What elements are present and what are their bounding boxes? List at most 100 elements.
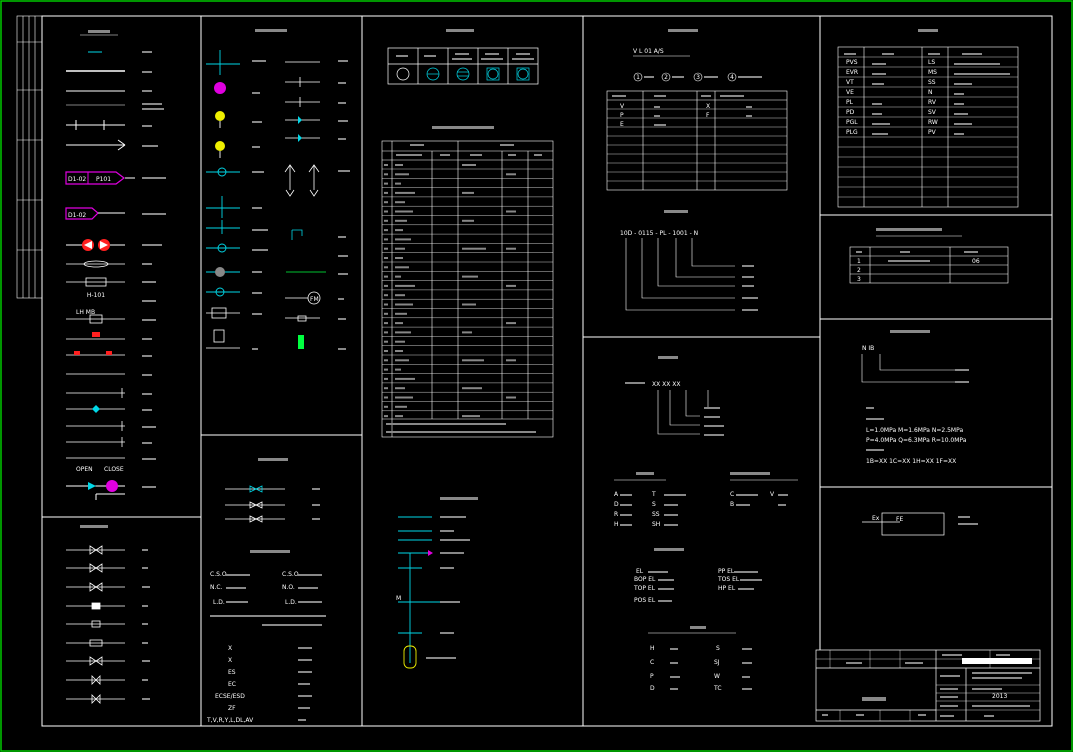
nc-label: N.C. (210, 584, 223, 591)
off-page-connector-icon (66, 239, 125, 251)
svg-text:RW: RW (928, 119, 938, 126)
svg-text:RV: RV (928, 99, 937, 106)
svg-text:C: C (650, 659, 654, 666)
svg-text:2: 2 (857, 267, 861, 274)
svg-text:1: 1 (857, 258, 861, 265)
symbol-5: ECSE/ESD (215, 693, 245, 700)
svg-text:EL: EL (636, 568, 644, 575)
cso-label-1: C.S.O (210, 571, 227, 578)
svg-text:SJ: SJ (714, 659, 720, 666)
symbol-4: EC (228, 681, 236, 688)
svg-text:POS EL: POS EL (634, 597, 656, 604)
lhmb-label: LH MB (76, 309, 95, 316)
svg-text:V: V (770, 491, 775, 498)
svg-text:F: F (706, 112, 710, 119)
motor-symbol: FM (310, 296, 319, 303)
svg-text:P: P (650, 673, 654, 680)
line-number-2: P101 (96, 176, 111, 183)
svg-text:BOP EL: BOP EL (634, 576, 656, 583)
symbol-3: ES (228, 669, 236, 676)
cso-label-2: C.S.O (282, 571, 299, 578)
instrument-panel: FM (206, 29, 350, 350)
pressure-row-1: L=1.0MPa M=1.6MPa N=2.5MPa (866, 427, 963, 434)
svg-text:C: C (730, 491, 734, 498)
svg-text:PP EL: PP EL (718, 568, 735, 575)
svg-text:N: N (928, 89, 933, 96)
svg-text:P: P (620, 112, 624, 119)
svg-text:V: V (620, 103, 625, 110)
abbreviation-table-panel: PVS EVR VT VE PL PD PGL PLG LS MS SS N R… (837, 29, 1019, 536)
svg-text:SH: SH (652, 521, 660, 528)
symbol-6: ZF (228, 705, 236, 712)
pipe-tag-code: 10D - 0115 - PL - 1001 - N (620, 230, 698, 237)
svg-text:VT: VT (846, 79, 854, 86)
svg-text:A: A (614, 491, 619, 498)
svg-text:SV: SV (928, 109, 937, 116)
svg-text:D: D (650, 685, 655, 692)
no-label: N.O. (282, 584, 295, 591)
ni-code: N IB (862, 345, 874, 352)
svg-text:PGL: PGL (846, 119, 858, 126)
svg-text:E: E (620, 121, 624, 128)
open-label: OPEN (76, 466, 93, 473)
line-symbols-panel: D1-02 P101 D1-02 H-101 LH MB (65, 30, 166, 500)
svg-text:S: S (652, 501, 656, 508)
inner-frame (41, 15, 1053, 727)
pressure-row-2: P=4.0MPa Q=6.3MPa R=10.0MPa (866, 437, 967, 444)
ptag-code: XX XX XX (652, 381, 680, 388)
svg-text:LS: LS (928, 59, 935, 66)
line-number-3: D1-02 (68, 212, 86, 219)
ld-label-2: L.D. (285, 599, 297, 606)
symbol-2: X (228, 657, 232, 664)
valve-status-panel: C.S.O C.S.O N.C. N.O. L.D. L.D. X X ES E… (206, 458, 326, 724)
svg-text:TOS EL: TOS EL (717, 576, 740, 583)
binding-margin (16, 15, 43, 299)
equipment-symbols-panel (381, 29, 554, 438)
piping-symbols-panel: M (396, 497, 478, 669)
ld-label-1: L.D. (213, 599, 225, 606)
title-block: 2013 (815, 649, 1041, 722)
line-number-tag: D1-02 P101 D1-02 (65, 171, 135, 220)
svg-text:2: 2 (664, 74, 668, 81)
svg-text:TOP EL: TOP EL (633, 585, 656, 592)
svg-text:3: 3 (696, 74, 700, 81)
line-number-1: D1-02 (68, 176, 86, 183)
svg-text:1: 1 (636, 74, 640, 81)
valve-panel (66, 525, 150, 704)
svg-text:PL: PL (846, 99, 854, 106)
abbreviation-panel: XX XX XX A D R H T S SS SH C B V EL BOP … (614, 356, 798, 692)
svg-text:PV: PV (928, 129, 937, 136)
svg-text:HP EL: HP EL (718, 585, 736, 592)
svg-text:T: T (651, 491, 656, 498)
svg-text:H: H (614, 521, 619, 528)
svg-text:S: S (716, 645, 720, 652)
svg-text:3: 3 (857, 276, 861, 283)
svg-text:Ex: Ex (872, 515, 880, 522)
hh101-label: H-101 (87, 292, 105, 299)
code-top: V L 01 A/S (633, 48, 664, 55)
svg-text:SS: SS (652, 511, 660, 518)
svg-text:PVS: PVS (846, 59, 858, 66)
mark-m: M (396, 595, 401, 602)
numbering-panel: V L 01 A/S 1 2 3 4 V P E X F 10D - 0115 … (606, 29, 788, 311)
close-label: CLOSE (104, 466, 124, 473)
svg-text:SS: SS (928, 79, 936, 86)
symbol-7: T,V,R,Y,L,DL,AV (206, 717, 254, 724)
svg-text:VE: VE (846, 89, 854, 96)
svg-text:PLG: PLG (846, 129, 858, 136)
fe-label: FE (896, 516, 903, 523)
pressure-row-3: 1B=XX 1C=XX 1H=XX 1F=XX (866, 458, 956, 465)
svg-text:4: 4 (730, 74, 734, 81)
svg-text:PD: PD (846, 109, 855, 116)
svg-text:H: H (650, 645, 655, 652)
svg-text:D: D (614, 501, 619, 508)
svg-text:R: R (614, 511, 618, 518)
svg-text:06: 06 (972, 258, 980, 265)
svg-text:TC: TC (713, 685, 722, 692)
svg-text:W: W (714, 673, 720, 680)
valve-magenta-icon (66, 480, 125, 500)
svg-text:EVR: EVR (846, 69, 858, 76)
svg-text:X: X (706, 103, 710, 110)
